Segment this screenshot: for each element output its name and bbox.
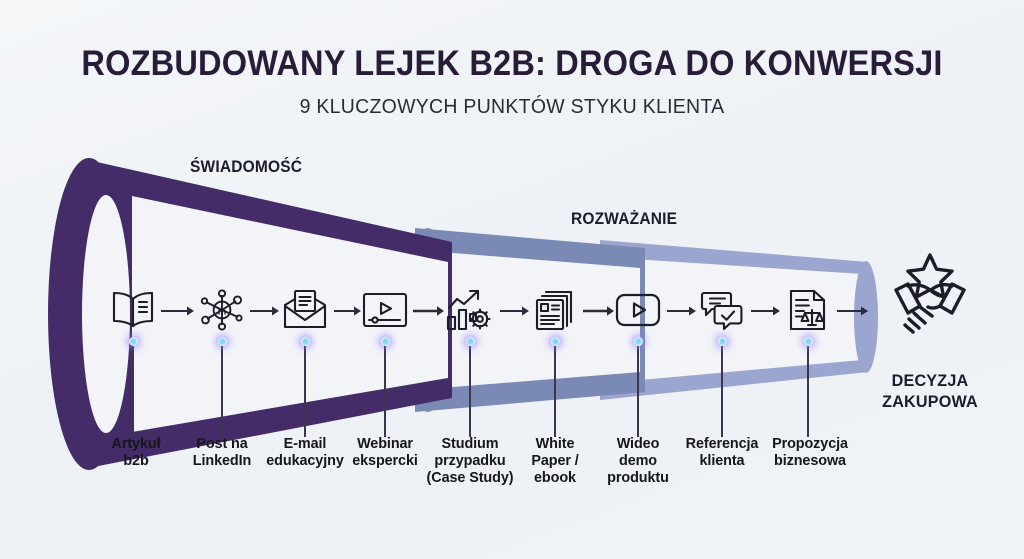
connector-dot-1: [128, 336, 138, 346]
chart-gear-icon: [443, 284, 497, 336]
connector-dot-6: [550, 336, 560, 346]
page-subtitle: 9 KLUCZOWYCH PUNKTÓW STYKU KLIENTA: [299, 95, 725, 118]
connector-stem-9: [807, 341, 809, 437]
step-label-7-line-3: produktu: [607, 468, 669, 486]
connector-stem-1: [132, 341, 134, 437]
step-label-3: E-mail edukacyjny: [266, 435, 344, 470]
connector-dot-2: [217, 336, 227, 346]
connector-dot-8: [717, 336, 727, 346]
flow-arrow-4: [413, 306, 444, 316]
step-label-7-line-2: demo: [618, 451, 658, 469]
flow-arrow-7: [667, 306, 696, 316]
step-label-9-line-2: biznesowa: [774, 451, 846, 469]
stage-label-awareness: ŚWIADOMOŚĆ: [190, 158, 303, 176]
linkedin-network-icon: in: [195, 284, 249, 336]
contract-scales-icon: [781, 284, 835, 336]
connector-dot-4: [380, 336, 390, 346]
step-label-5-line-2: przypadku: [434, 451, 506, 469]
stage-label-consideration: ROZWAŻANIE: [571, 210, 678, 228]
step-label-6-line-1: White: [535, 435, 575, 452]
step-label-9-line-1: Propozycja: [772, 435, 848, 452]
connector-stem-5: [469, 341, 471, 437]
step-label-5-line-3: (Case Study): [426, 468, 514, 486]
documents-stack-icon: [528, 284, 582, 336]
connector-stem-7: [637, 341, 639, 437]
flow-arrow-6: [583, 306, 614, 316]
chat-check-icon: [695, 284, 749, 336]
decision-label-line-1: DECYZJA: [891, 371, 969, 390]
flow-arrow-3: [334, 306, 361, 316]
step-label-4-line-1: Webinar: [357, 435, 413, 452]
decision-label: DECYZJA ZAKUPOWA: [882, 370, 978, 413]
connector-dot-5: [465, 336, 475, 346]
flow-arrow-1: [161, 306, 194, 316]
connector-stem-2: [221, 341, 223, 437]
page-title: ROZBUDOWANY LEJEK B2B: DROGA DO KONWERSJ…: [81, 44, 943, 83]
play-button-icon: [611, 284, 665, 336]
step-label-6-line-3: ebook: [534, 468, 576, 486]
step-label-3-line-2: edukacyjny: [266, 451, 344, 469]
connector-stem-4: [384, 341, 386, 437]
step-label-9: Propozycja biznesowa: [772, 435, 848, 470]
connector-stem-6: [554, 341, 556, 437]
connector-dot-3: [300, 336, 310, 346]
open-envelope-icon: [278, 284, 332, 336]
connector-stem-3: [304, 341, 306, 437]
handshake-star-icon: [878, 250, 982, 348]
connector-dot-7: [633, 336, 643, 346]
step-label-8-line-2: klienta: [699, 451, 745, 469]
flow-arrow-8: [751, 306, 780, 316]
step-label-7: Wideo demo produktu: [607, 435, 669, 486]
step-label-6: White Paper / ebook: [531, 435, 579, 486]
decision-label-line-2: ZAKUPOWA: [882, 392, 978, 412]
step-label-8-line-1: Referencja: [685, 435, 759, 452]
step-label-5-line-1: Studium: [441, 435, 499, 452]
step-label-2-line-2: LinkedIn: [192, 451, 252, 469]
step-label-8: Referencja klienta: [685, 435, 759, 470]
step-label-4: Webinar ekspercki: [352, 435, 418, 470]
funnel-segment-awareness: [48, 158, 452, 470]
step-label-2: Post na LinkedIn: [192, 435, 252, 470]
step-label-1: Artykuł b2b: [111, 435, 161, 470]
step-label-5: Studium przypadku (Case Study): [426, 435, 514, 486]
connector-dot-9: [803, 336, 813, 346]
flow-arrow-2: [250, 306, 279, 316]
step-label-1-line-1: Artykuł: [111, 435, 161, 452]
step-label-3-line-1: E-mail: [283, 435, 327, 452]
connector-stem-8: [721, 341, 723, 437]
header: ROZBUDOWANY LEJEK B2B: DROGA DO KONWERSJ…: [0, 0, 1024, 119]
video-player-icon: [358, 284, 412, 336]
flow-arrow-9: [837, 306, 868, 316]
open-book-icon: [106, 284, 160, 336]
step-label-2-line-1: Post na: [196, 435, 248, 452]
flow-arrow-5: [500, 306, 529, 316]
svg-text:in: in: [218, 306, 227, 317]
step-label-4-line-2: ekspercki: [352, 451, 418, 469]
step-label-1-line-2: b2b: [123, 451, 149, 469]
step-label-6-line-2: Paper /: [531, 451, 579, 469]
step-label-7-line-1: Wideo: [616, 435, 660, 452]
